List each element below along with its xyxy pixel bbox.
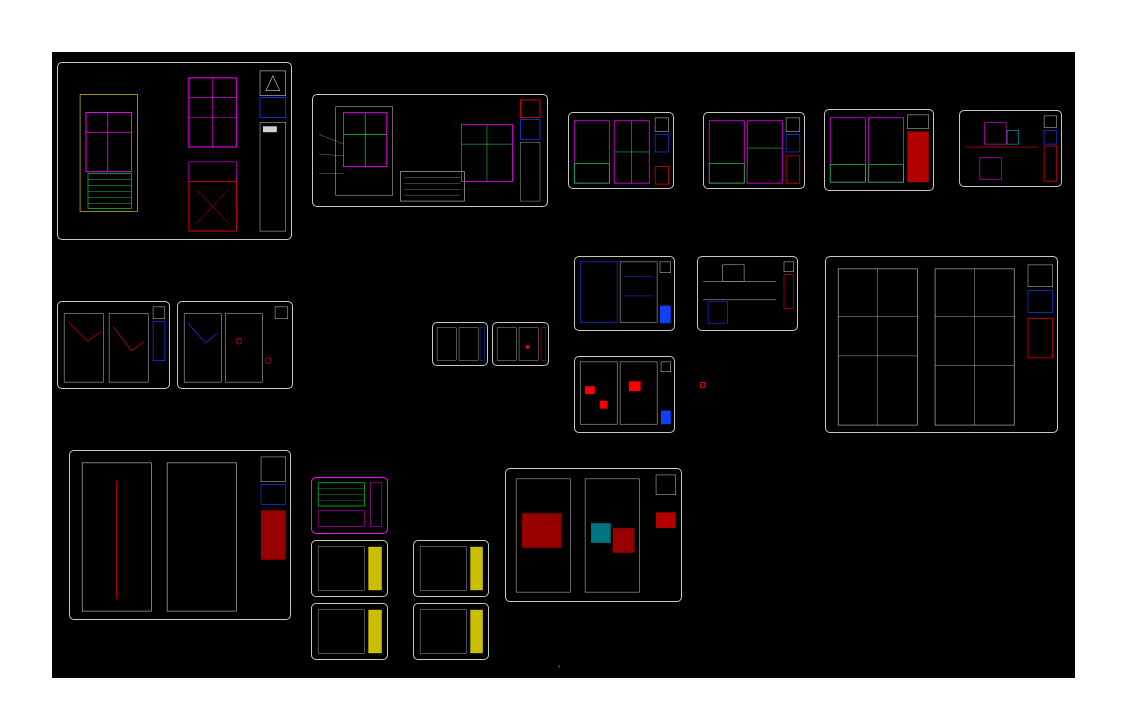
drawing-sheet-17[interactable] xyxy=(311,540,388,597)
drawing-sheet-20[interactable] xyxy=(413,603,489,660)
drawing-sheet-14[interactable] xyxy=(825,256,1058,433)
drawing-sheet-5[interactable] xyxy=(824,109,934,191)
drawing-sheet-7[interactable] xyxy=(57,301,170,389)
drawing-sheet-13[interactable] xyxy=(574,356,675,433)
drawing-sheet-10[interactable] xyxy=(492,322,549,366)
drawing-sheet-21[interactable] xyxy=(505,468,682,602)
drawing-sheet-15[interactable] xyxy=(69,450,291,620)
drawing-sheet-8[interactable] xyxy=(177,301,293,389)
drawing-sheet-4[interactable] xyxy=(703,112,805,189)
coordinate-label: t xyxy=(558,664,561,669)
drawing-sheet-18[interactable] xyxy=(413,540,489,597)
red-marker-icon xyxy=(700,382,705,388)
drawing-sheet-1[interactable] xyxy=(57,62,292,240)
cad-model-space[interactable]: t xyxy=(52,52,1075,678)
drawing-sheet-6[interactable] xyxy=(959,110,1062,187)
drawing-sheet-19[interactable] xyxy=(311,603,388,660)
drawing-sheet-16[interactable] xyxy=(311,477,388,534)
drawing-sheet-9[interactable] xyxy=(432,322,488,366)
drawing-sheet-3[interactable] xyxy=(568,112,674,189)
drawing-sheet-11[interactable] xyxy=(574,256,675,331)
drawing-sheet-2[interactable] xyxy=(312,94,548,207)
drawing-sheet-12[interactable] xyxy=(697,256,798,331)
